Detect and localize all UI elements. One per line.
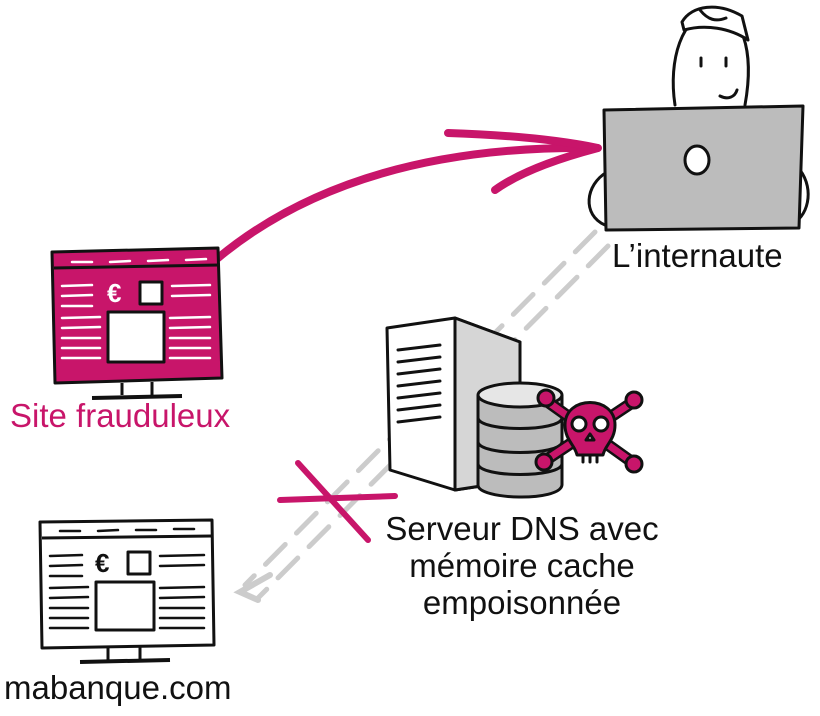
internaute-label: L’internaute: [612, 237, 783, 274]
svg-text:€: €: [95, 548, 109, 578]
user-with-laptop-icon: [587, 5, 810, 232]
dns-server-label-line-3: empoisonnée: [422, 583, 622, 621]
skull-crossbones-icon: [534, 388, 644, 474]
fraudulent-website-monitor-icon: €: [50, 246, 224, 400]
bank-website-monitor-icon: €: [38, 518, 216, 664]
dns-server-label-line-1: Serveur DNS avec: [385, 510, 659, 547]
dns-server-label-line-2: mémoire cache: [409, 546, 635, 584]
fraud-redirect-arrow: [214, 129, 602, 262]
dns-server-label: Serveur DNS avec mémoire cache empoisonn…: [372, 510, 672, 622]
server-with-database-icon: [385, 316, 564, 499]
svg-text:€: €: [107, 278, 121, 308]
fraudulent-site-label: Site frauduleux: [10, 397, 231, 434]
blocked-cross-icon: [277, 460, 398, 543]
bank-site-label: mabanque.com: [4, 669, 232, 706]
